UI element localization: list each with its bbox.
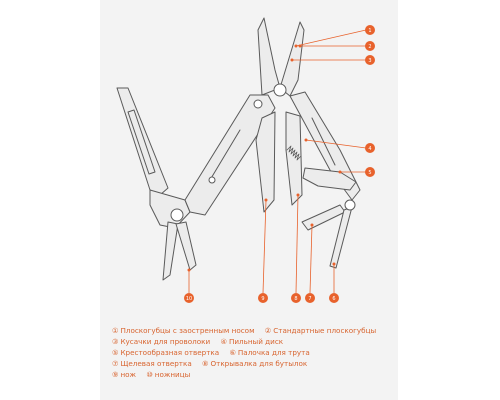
saw-blade xyxy=(285,111,303,206)
legend-text: нож xyxy=(120,370,137,379)
legend-text: Плоскогубцы с заостренным носом xyxy=(120,326,255,335)
callout-6: 6 xyxy=(329,293,339,303)
callout-2: 2 xyxy=(365,41,375,51)
callout-10-label: 10 xyxy=(186,296,192,302)
pliers-jaw-left xyxy=(257,17,281,96)
handle-slot-left xyxy=(127,109,156,175)
callout-7-label: 7 xyxy=(308,296,311,302)
arm-screw-2 xyxy=(253,99,263,109)
legend-marker: ⑤ xyxy=(112,348,119,357)
right-pivot xyxy=(344,199,356,211)
arm-slot xyxy=(209,129,241,181)
legend-text: Открывалка для бутылок xyxy=(210,359,308,368)
callout-8-label: 8 xyxy=(294,296,297,302)
scissors-blade-left xyxy=(162,221,179,281)
legend-marker: ③ xyxy=(112,337,119,346)
legend-marker: ⑩ xyxy=(146,370,153,379)
callout-6-label: 6 xyxy=(332,296,335,302)
callout-9: 9 xyxy=(258,293,268,303)
main-arm-left xyxy=(184,94,276,216)
callout-10: 10 xyxy=(184,293,194,303)
callout-3-label: 3 xyxy=(368,58,371,64)
legend-text: Щелевая отвертка xyxy=(120,359,192,368)
pliers-pivot xyxy=(273,83,287,97)
callout-5: 5 xyxy=(365,167,375,177)
callout-4: 4 xyxy=(365,143,375,153)
callout-2-label: 2 xyxy=(368,44,371,50)
slotted-screwdriver xyxy=(301,204,346,231)
knife-blade xyxy=(255,111,276,213)
legend-marker: ⑧ xyxy=(202,359,209,368)
legend-marker: ① xyxy=(112,326,119,335)
scissors-blade-right xyxy=(175,221,197,271)
legend-text: Палочка для трута xyxy=(237,348,310,357)
saw-teeth xyxy=(286,145,302,161)
legend-text: Крестообразная отвертка xyxy=(120,348,220,357)
callout-8: 8 xyxy=(291,293,301,303)
callout-7: 7 xyxy=(305,293,315,303)
legend-marker: ⑨ xyxy=(112,370,119,379)
callout-9-label: 9 xyxy=(261,296,264,302)
legend-marker: ② xyxy=(264,326,272,335)
left-handle xyxy=(116,87,169,196)
callout-4-label: 4 xyxy=(368,146,371,152)
legend-marker: ⑦ xyxy=(112,359,119,368)
callout-3: 3 xyxy=(365,55,375,65)
legend-text: Кусачки для проволоки xyxy=(120,337,211,346)
legend-marker: ④ xyxy=(220,337,227,346)
legend-marker: ⑥ xyxy=(229,348,236,357)
legend-text: Пильный диск xyxy=(228,337,284,346)
legend-text: Стандартные плоскогубцы xyxy=(273,326,377,335)
scissors-pivot xyxy=(170,208,184,222)
callout-1-label: 1 xyxy=(368,28,371,34)
arm-screw-1 xyxy=(208,176,216,184)
legend-text: ножницы xyxy=(154,370,191,379)
right-arm-slot xyxy=(311,117,336,166)
callout-1: 1 xyxy=(365,25,375,35)
callout-5-label: 5 xyxy=(368,170,371,176)
